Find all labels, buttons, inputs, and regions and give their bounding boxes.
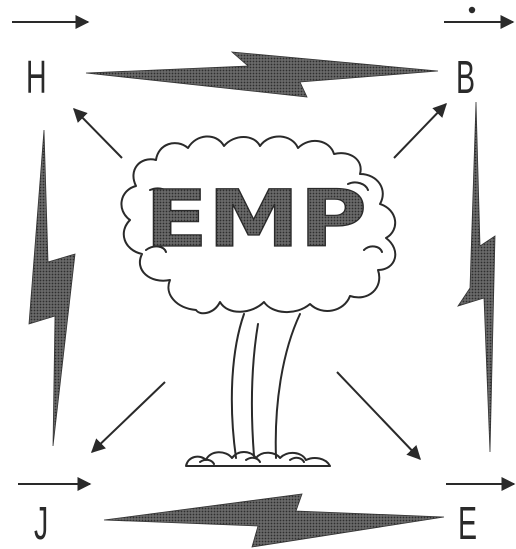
arrow-to-b-icon [394, 104, 446, 158]
e-label: E [458, 500, 477, 546]
left-lightning-bolt-icon [29, 130, 75, 446]
arrow-to-j-icon [92, 382, 165, 452]
j-label: J [34, 500, 48, 546]
h-label: H [26, 54, 47, 100]
right-lightning-bolt-icon [458, 102, 495, 452]
arrow-to-h-icon [74, 109, 122, 158]
top-lightning-bolt-icon [86, 52, 438, 97]
b-dot-icon [469, 7, 475, 13]
emp-label: EMP [145, 175, 367, 265]
arrow-to-e-icon [337, 372, 420, 459]
bottom-lightning-bolt-icon [104, 494, 444, 547]
b-label: B [456, 54, 475, 100]
